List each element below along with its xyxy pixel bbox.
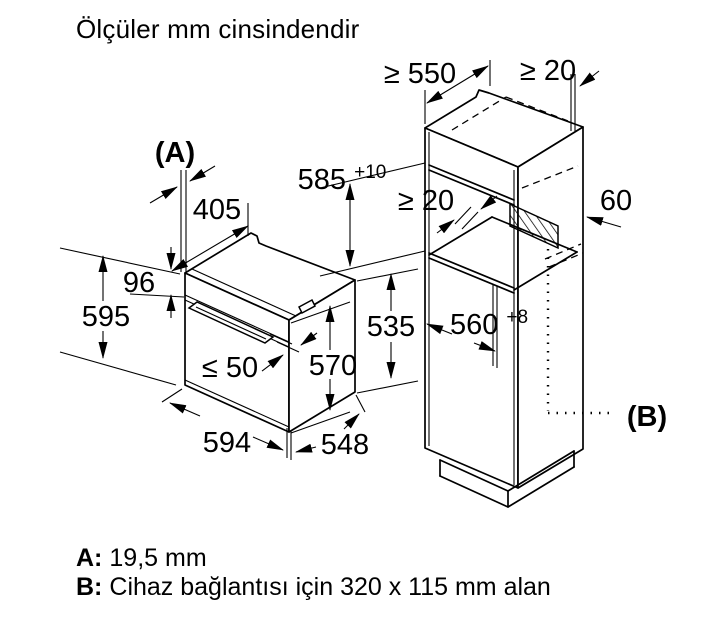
dim-door-height: 570 — [290, 301, 357, 434]
dim-body-height: 535 — [356, 268, 419, 394]
dim-vent-gap: ≥ 20 — [398, 185, 498, 234]
footnote-b: B:Cihaz bağlantısı için 320 x 115 mm ala… — [76, 573, 551, 602]
dim-570: 570 — [309, 350, 357, 382]
dim-door-protrusion: ≤ 50 — [202, 331, 318, 384]
page-title: Ölçüler mm cinsindendir — [76, 14, 360, 44]
side-grip-slot — [298, 298, 316, 315]
dim-niche-height: 585 +10 — [298, 162, 426, 277]
dim-label-a: (A) — [155, 137, 195, 169]
svg-text:560 +8: 560 +8 — [450, 307, 528, 341]
dim-96: 96 — [123, 267, 155, 299]
dim-control-panel-height: 96 — [123, 247, 185, 318]
dim-594: 594 — [203, 427, 251, 459]
dim-50: ≤ 50 — [202, 352, 258, 384]
dim-cabinet-depth: ≥ 550 — [384, 58, 491, 124]
footnote-b-prefix: B: — [76, 573, 103, 601]
dim-oven-width: 594 — [161, 388, 284, 459]
dim-595: 595 — [82, 301, 130, 333]
dim-585-tolerance: +10 — [354, 162, 386, 183]
footnotes: A:19,5 mm B:Cihaz bağlantısı için 320 x … — [76, 544, 551, 602]
dim-top-rear-gap: ≥ 20 — [520, 55, 600, 87]
dim-oven-depth: 548 — [295, 394, 369, 461]
dim-20-top: ≥ 20 — [520, 55, 576, 87]
dimension-annotations: (A) 405 96 595 — [59, 55, 667, 461]
dim-oven-height: 595 — [59, 247, 181, 386]
svg-text:585 +10: 585 +10 — [298, 162, 387, 196]
dim-60: 60 — [600, 185, 632, 217]
dim-535: 535 — [367, 311, 415, 343]
footnote-a-text: 19,5 mm — [109, 544, 207, 572]
dim-405: 405 — [193, 194, 241, 226]
dim-label-b: (B) — [627, 401, 667, 433]
dim-560-tolerance: +8 — [506, 307, 528, 328]
dim-548: 548 — [321, 429, 369, 461]
cabinet-drawing — [424, 74, 584, 508]
vent-cutout-hatch — [509, 202, 559, 250]
footnote-a-prefix: A: — [76, 544, 103, 572]
dim-550: ≥ 550 — [384, 58, 456, 90]
dim-rear-vent-depth: 60 — [586, 185, 632, 228]
footnote-a: A:19,5 mm — [76, 544, 551, 573]
dim-560: 560 — [450, 309, 498, 341]
dim-585: 585 — [298, 164, 346, 196]
dim-20-mid: ≥ 20 — [398, 185, 454, 217]
dim-oven-top-depth: 405 — [171, 194, 249, 272]
dim-b-area: (B) — [546, 249, 667, 433]
dim-niche-depth: 560 +8 — [426, 284, 528, 368]
footnote-b-text: Cihaz bağlantısı için 320 x 115 mm alan — [109, 573, 551, 601]
